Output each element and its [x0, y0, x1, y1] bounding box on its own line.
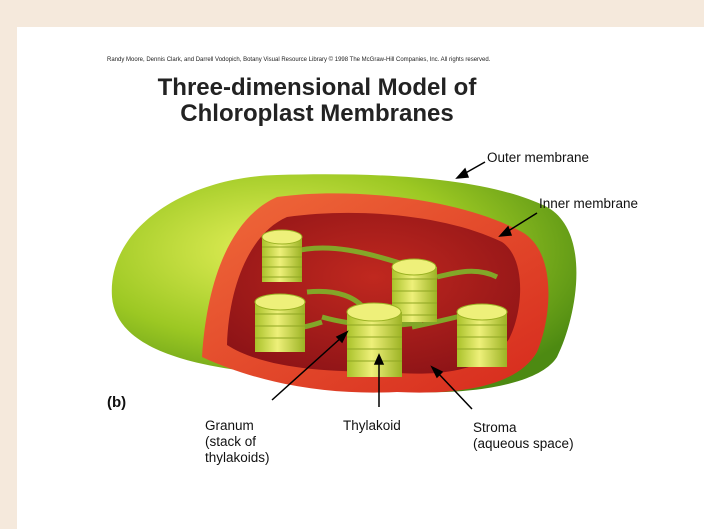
granum-stack-5 [457, 304, 507, 367]
granum-stack-3 [255, 294, 305, 352]
panel-label: (b) [107, 395, 126, 411]
slide-background: Randy Moore, Dennis Clark, and Darrell V… [17, 27, 704, 529]
label-inner-membrane: Inner membrane [539, 196, 638, 212]
chloroplast-diagram [17, 27, 704, 529]
label-outer-membrane: Outer membrane [487, 150, 589, 166]
label-granum: Granum (stack of thylakoids) [205, 418, 270, 466]
label-thylakoid: Thylakoid [343, 418, 401, 434]
label-stroma: Stroma (aqueous space) [473, 420, 574, 452]
granum-stack-1 [262, 230, 302, 282]
granum-stack-4 [347, 303, 402, 377]
